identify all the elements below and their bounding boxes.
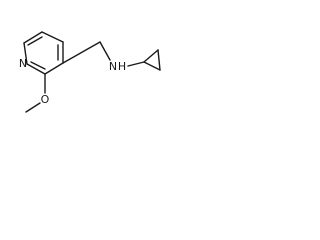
bond-ch2-n	[99, 41, 111, 61]
ring-nitrogen-label: N	[19, 57, 27, 70]
bond-cp-1	[143, 49, 159, 63]
double-bond-c2-n1	[30, 61, 46, 70]
bond-c3-c2	[44, 62, 64, 75]
amine-nitrogen-label: N	[109, 60, 117, 73]
structural-formula: N O N H	[19, 31, 161, 113]
bond-c6-c5	[23, 31, 43, 44]
bond-cp-3	[143, 61, 161, 71]
methoxy-group	[25, 73, 46, 113]
double-bond-c6-c5	[27, 36, 43, 46]
bond-c3-ch2	[62, 41, 101, 64]
bond-n-cp	[127, 61, 145, 67]
bond-n1-c6	[23, 42, 28, 65]
bond-o-ch3	[25, 102, 41, 113]
cyclopropyl-ring	[127, 49, 161, 71]
aminomethyl-linker	[62, 41, 111, 64]
bond-c2-n1	[26, 63, 46, 75]
bond-c5-c4	[41, 31, 64, 43]
pyridine-ring	[23, 31, 64, 75]
bond-cp-2	[157, 49, 161, 71]
amine-hydrogen-label: H	[118, 60, 126, 73]
ether-oxygen-label: O	[41, 93, 50, 106]
